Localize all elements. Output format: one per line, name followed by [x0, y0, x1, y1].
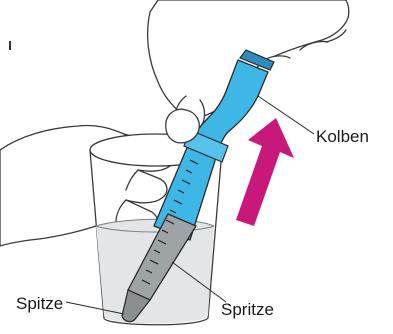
label-syringe: Spritze: [221, 301, 274, 318]
label-tip: Spitze: [16, 295, 63, 312]
thumb: [166, 109, 200, 143]
up-arrow-icon: [236, 118, 294, 226]
label-plunger: Kolben: [316, 128, 369, 145]
